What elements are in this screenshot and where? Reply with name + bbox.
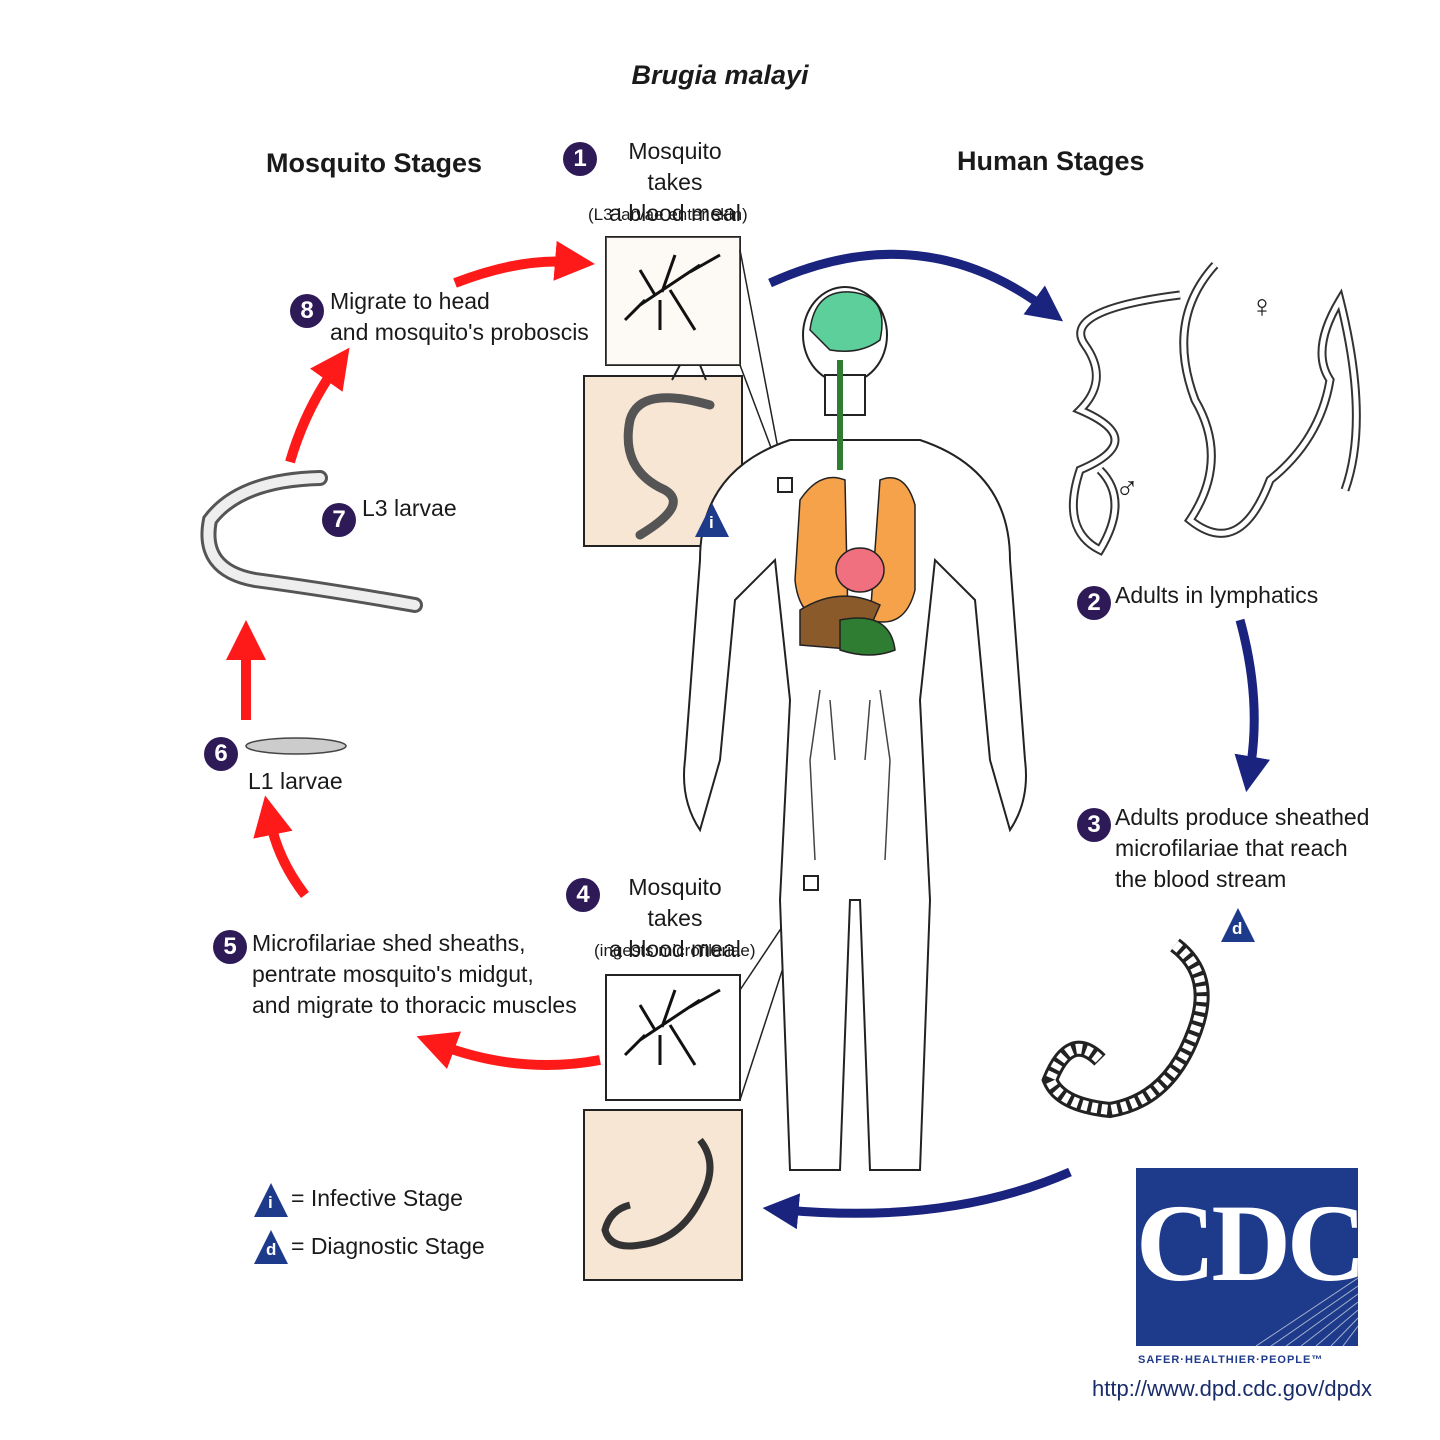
step-3-label: Adults produce sheathed microfilariae th…: [1115, 804, 1370, 892]
step-8-marker: 8: [290, 294, 324, 328]
diagnostic-badge-step3: [1221, 908, 1255, 942]
male-worm: [1068, 290, 1181, 556]
microfilaria-panel-4: [583, 1109, 743, 1281]
diagnostic-legend-badge: [254, 1230, 288, 1264]
step-4-marker: 4: [566, 878, 600, 912]
male-symbol: ♂: [1115, 470, 1139, 506]
female-symbol: ♀: [1250, 288, 1274, 324]
lymphatics: [809, 689, 891, 861]
step-5-marker: 5: [213, 930, 247, 964]
female-worm-inner: [1181, 263, 1359, 536]
heart: [835, 547, 885, 593]
step-1-label: Mosquito takes a blood meal: [609, 138, 741, 226]
step-1-marker: 1: [563, 142, 597, 176]
step-8-label: Migrate to head and mosquito's proboscis: [330, 288, 589, 345]
diagnostic-badge-letter-step3: d: [1232, 919, 1243, 938]
infective-badge-panel: [695, 503, 729, 537]
step-1-note: (L3 larvae enter skin): [588, 205, 748, 224]
infective-legend-text: = Infective Stage: [291, 1185, 463, 1211]
l3-larva-big-inner: [203, 473, 420, 610]
step-4-label: Mosquito takes a blood meal: [609, 874, 741, 962]
brain: [809, 291, 883, 352]
infective-badge-letter-panel: i: [709, 513, 714, 532]
skin-site-marker-1: [777, 477, 793, 493]
sheathed-microfilaria-inner: [1044, 941, 1207, 1116]
step-2-marker: 2: [1077, 586, 1111, 620]
skin-site-marker-4: [803, 875, 819, 891]
l1-larva: [245, 737, 347, 755]
human-stages-heading: Human Stages: [957, 146, 1145, 176]
sheathed-microfilaria: [1041, 938, 1210, 1119]
microfilaria-image-4: [601, 1137, 714, 1250]
step-6-label: L1 larvae: [248, 768, 343, 794]
arrow-5-to-6: [253, 795, 309, 899]
cdc-logo-text: CDC: [1136, 1182, 1358, 1304]
lung-right: [869, 477, 916, 623]
step-5-label: Microfilariae shed sheaths, pentrate mos…: [252, 930, 577, 1018]
step-2-label: Adults in lymphatics: [1115, 582, 1319, 608]
stomach: [839, 617, 896, 656]
male-worm-inner: [1070, 292, 1181, 554]
arrow-7-to-8: [285, 347, 350, 464]
mosquito-stages-heading: Mosquito Stages: [266, 148, 483, 178]
arrow-4-to-5: [416, 1031, 601, 1070]
step-7-label: L3 larvae: [362, 495, 457, 521]
cdc-logo: CDC: [1136, 1168, 1358, 1346]
arrow-3-to-4: [762, 1167, 1072, 1230]
cdc-tagline: SAFER·HEALTHIER·PEOPLE™: [1138, 1354, 1324, 1366]
arrow-8-to-1: [453, 240, 595, 288]
step-6-marker: 6: [204, 737, 238, 771]
source-url: http://www.dpd.cdc.gov/dpdx: [1092, 1376, 1373, 1401]
cdc-logo-rays: [1255, 1277, 1358, 1346]
step-3-marker: 3: [1077, 808, 1111, 842]
infective-legend-letter: i: [268, 1193, 273, 1212]
diagnostic-legend-text: = Diagnostic Stage: [291, 1233, 485, 1259]
l3-larva-image: [623, 393, 715, 540]
step-4-note: (ingests microfilariae): [594, 941, 756, 960]
diagnostic-legend-letter: d: [266, 1240, 277, 1259]
mosquito-icon-4: [623, 988, 721, 1066]
step-7-marker: 7: [322, 503, 356, 537]
mosquito-icon-1: [623, 253, 721, 331]
infective-legend-badge: [254, 1183, 288, 1217]
arrow-2-to-3: [1234, 618, 1271, 793]
arrow-1-to-2: [768, 249, 1064, 322]
diagram-title: Brugia malayi: [631, 60, 809, 90]
